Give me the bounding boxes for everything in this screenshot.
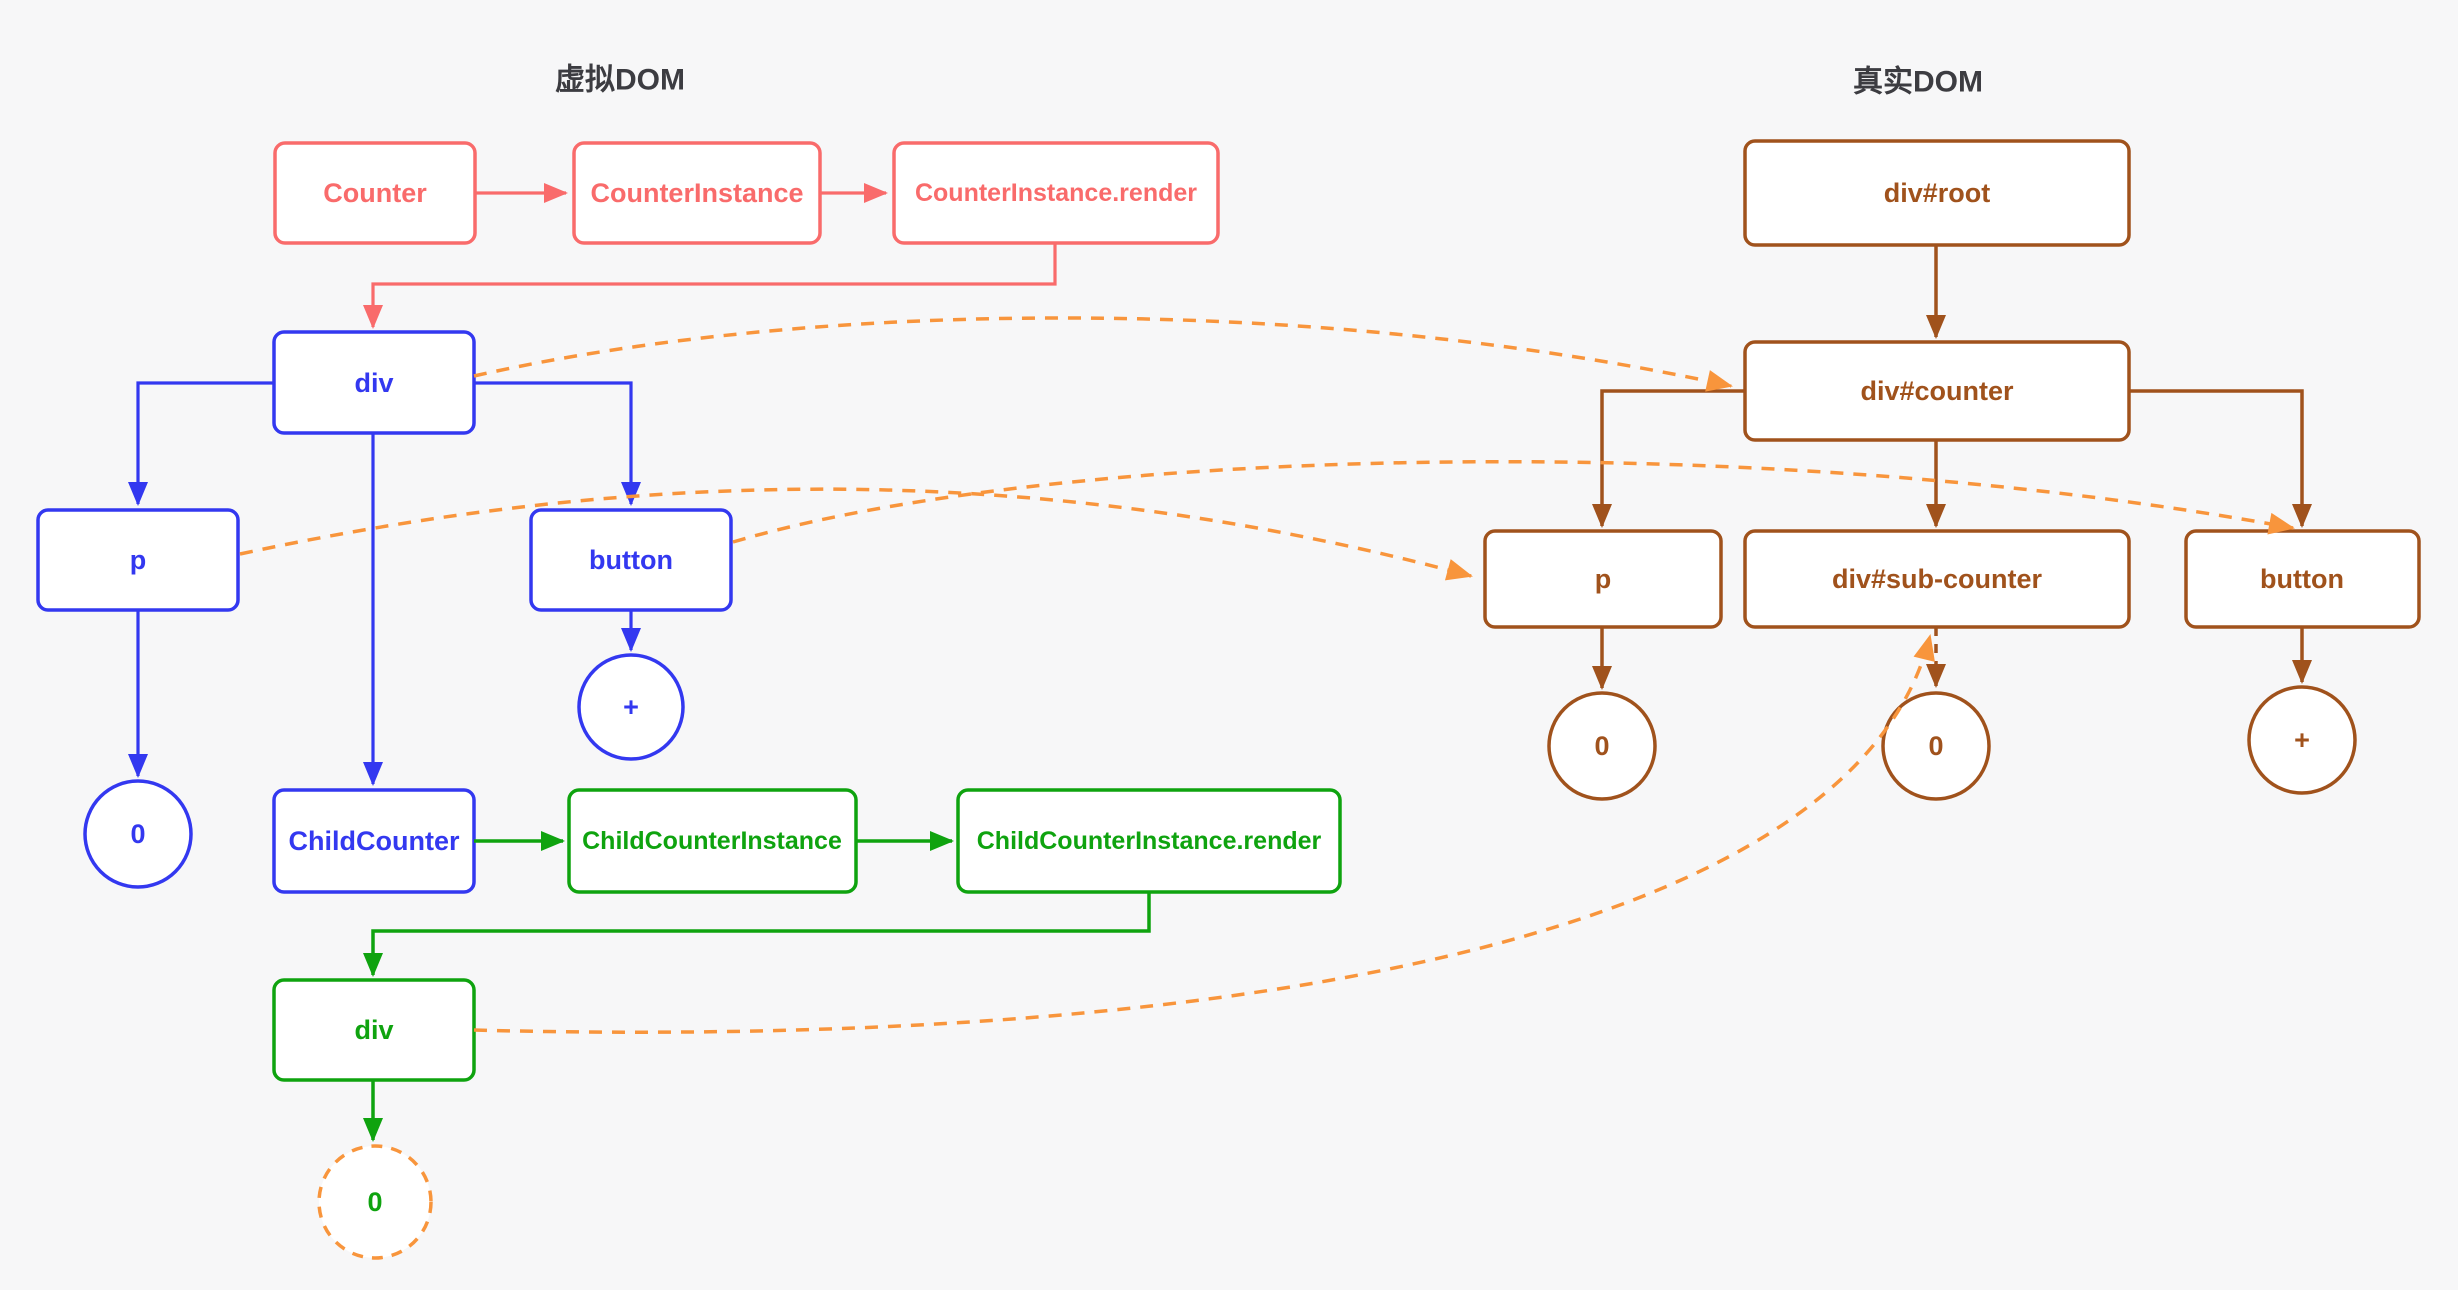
virtual-dom-title: 虚拟DOM: [555, 64, 685, 97]
child-div-text-circle: [317, 1144, 433, 1260]
real-dom-section: div#root div#counter p div#sub-counter b…: [1483, 139, 2421, 801]
child-div-label: div: [354, 1015, 393, 1045]
rsub-text-label: 0: [1928, 731, 1943, 761]
mapping-vdiv-to-rcounter: [473, 316, 1733, 392]
root-label: div#root: [1884, 178, 1991, 208]
rbutton-label: button: [2260, 564, 2344, 594]
mapping-childdiv-to-rsubcounter: [473, 634, 1935, 1034]
edge-vdiv-to-vp: [128, 381, 274, 506]
vbutton-text-label: +: [623, 692, 639, 722]
mapping-vbutton-to-rbutton: [732, 459, 2295, 544]
vp-label: p: [130, 545, 147, 575]
edge-counter-to-rbutton: [2129, 389, 2312, 528]
edge-render-to-vdiv: [363, 243, 1057, 329]
rbutton-text-circle: [2247, 685, 2357, 795]
edge-childrender-to-childdiv: [363, 892, 1151, 977]
rsub-text-circle: [1881, 691, 1991, 801]
child-counter-instance-render-label: ChildCounterInstance.render: [977, 827, 1322, 855]
rp-label: p: [1595, 564, 1612, 594]
vdom-to-dom-mappings: [239, 316, 2295, 1034]
vp-text-label: 0: [130, 819, 145, 849]
vp-text-circle: [83, 779, 193, 889]
rp-text-label: 0: [1594, 731, 1609, 761]
rbutton-text-label: +: [2294, 725, 2310, 755]
counter-instance-render-label: CounterInstance.render: [915, 179, 1197, 207]
rsub-counter-label: div#sub-counter: [1832, 564, 2043, 594]
rcounter-label: div#counter: [1860, 376, 2014, 406]
virtual-dom-section: Counter CounterInstance CounterInstance.…: [36, 141, 1342, 1260]
child-counter-label: ChildCounter: [289, 826, 460, 856]
edge-vdiv-to-vbutton: [474, 381, 641, 506]
child-div-text-label: 0: [367, 1187, 382, 1217]
vbutton-text-circle: [577, 653, 685, 761]
rp-text-circle: [1547, 691, 1657, 801]
real-dom-title: 真实DOM: [1853, 65, 1983, 99]
mapping-vp-to-rp: [239, 487, 1473, 581]
vdiv-label: div: [354, 368, 393, 398]
edge-counter-to-rp: [1592, 389, 1745, 528]
child-counter-instance-label: ChildCounterInstance: [582, 827, 842, 855]
vbutton-label: button: [589, 545, 673, 575]
counter-instance-label: CounterInstance: [590, 178, 803, 208]
counter-label: Counter: [323, 178, 427, 208]
